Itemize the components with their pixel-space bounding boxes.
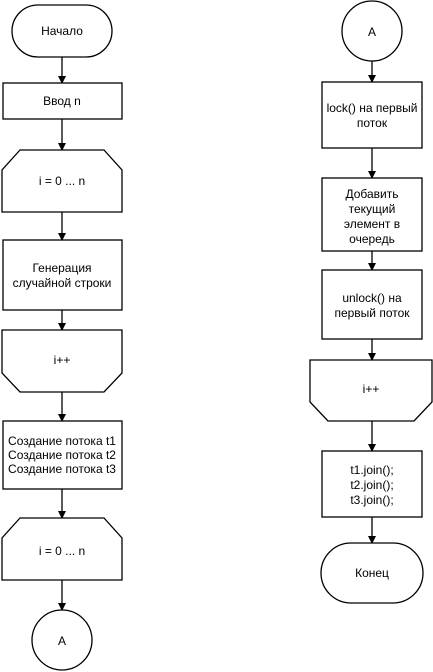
node-end-label: Конец [355,566,389,580]
node-threads-line3: Создание потока t3 [8,462,116,476]
node-join-line1: t1.join(); [350,463,393,477]
node-unlock-line1: unlock() на [342,291,402,305]
node-incr1-label: i++ [54,353,71,367]
node-lock-line1: lock() на первый [327,101,418,115]
node-add-line2: текущий [349,202,396,216]
node-connector-out-label: A [58,634,66,648]
node-start-label: Начало [41,24,83,38]
node-join-line3: t3.join(); [350,493,393,507]
node-incr2: i++ [309,359,433,422]
node-start: Начало [11,4,113,58]
node-threads-line2: Создание потока t2 [8,448,116,462]
node-generate: Генерация случайной строки [2,239,123,311]
node-input-n: Ввод n [2,82,123,120]
node-add-line4: очередь [349,232,395,246]
node-loop2: i = 0 ... n [1,517,123,581]
node-loop1-label: i = 0 ... n [39,174,85,188]
node-generate-line1: Генерация [32,261,91,275]
node-generate-line2: случайной строки [13,276,112,290]
node-input-n-label: Ввод n [43,94,81,108]
node-lock-line2: поток [357,116,388,130]
node-add-line3: элемент в [344,217,400,231]
node-threads: Создание потока t1 Создание потока t2 Со… [2,420,123,490]
node-threads-line1: Создание потока t1 [8,434,116,448]
node-end: Конец [320,542,424,604]
node-connector-in-label: A [368,25,376,39]
node-loop2-label: i = 0 ... n [39,544,85,558]
node-incr1: i++ [1,329,123,393]
node-connector-out: A [31,609,93,671]
node-add: Добавить текущий элемент в очередь [321,177,423,252]
node-add-line1: Добавить [345,187,398,201]
node-lock: lock() на первый поток [321,81,423,149]
node-incr2-label: i++ [363,382,380,396]
node-loop1: i = 0 ... n [1,149,123,213]
node-connector-in: A [341,0,403,62]
node-unlock-line2: первый поток [334,306,410,320]
node-join: t1.join(); t2.join(); t3.join(); [321,450,423,518]
node-join-line2: t2.join(); [350,478,393,492]
node-unlock: unlock() на первый поток [321,269,423,340]
